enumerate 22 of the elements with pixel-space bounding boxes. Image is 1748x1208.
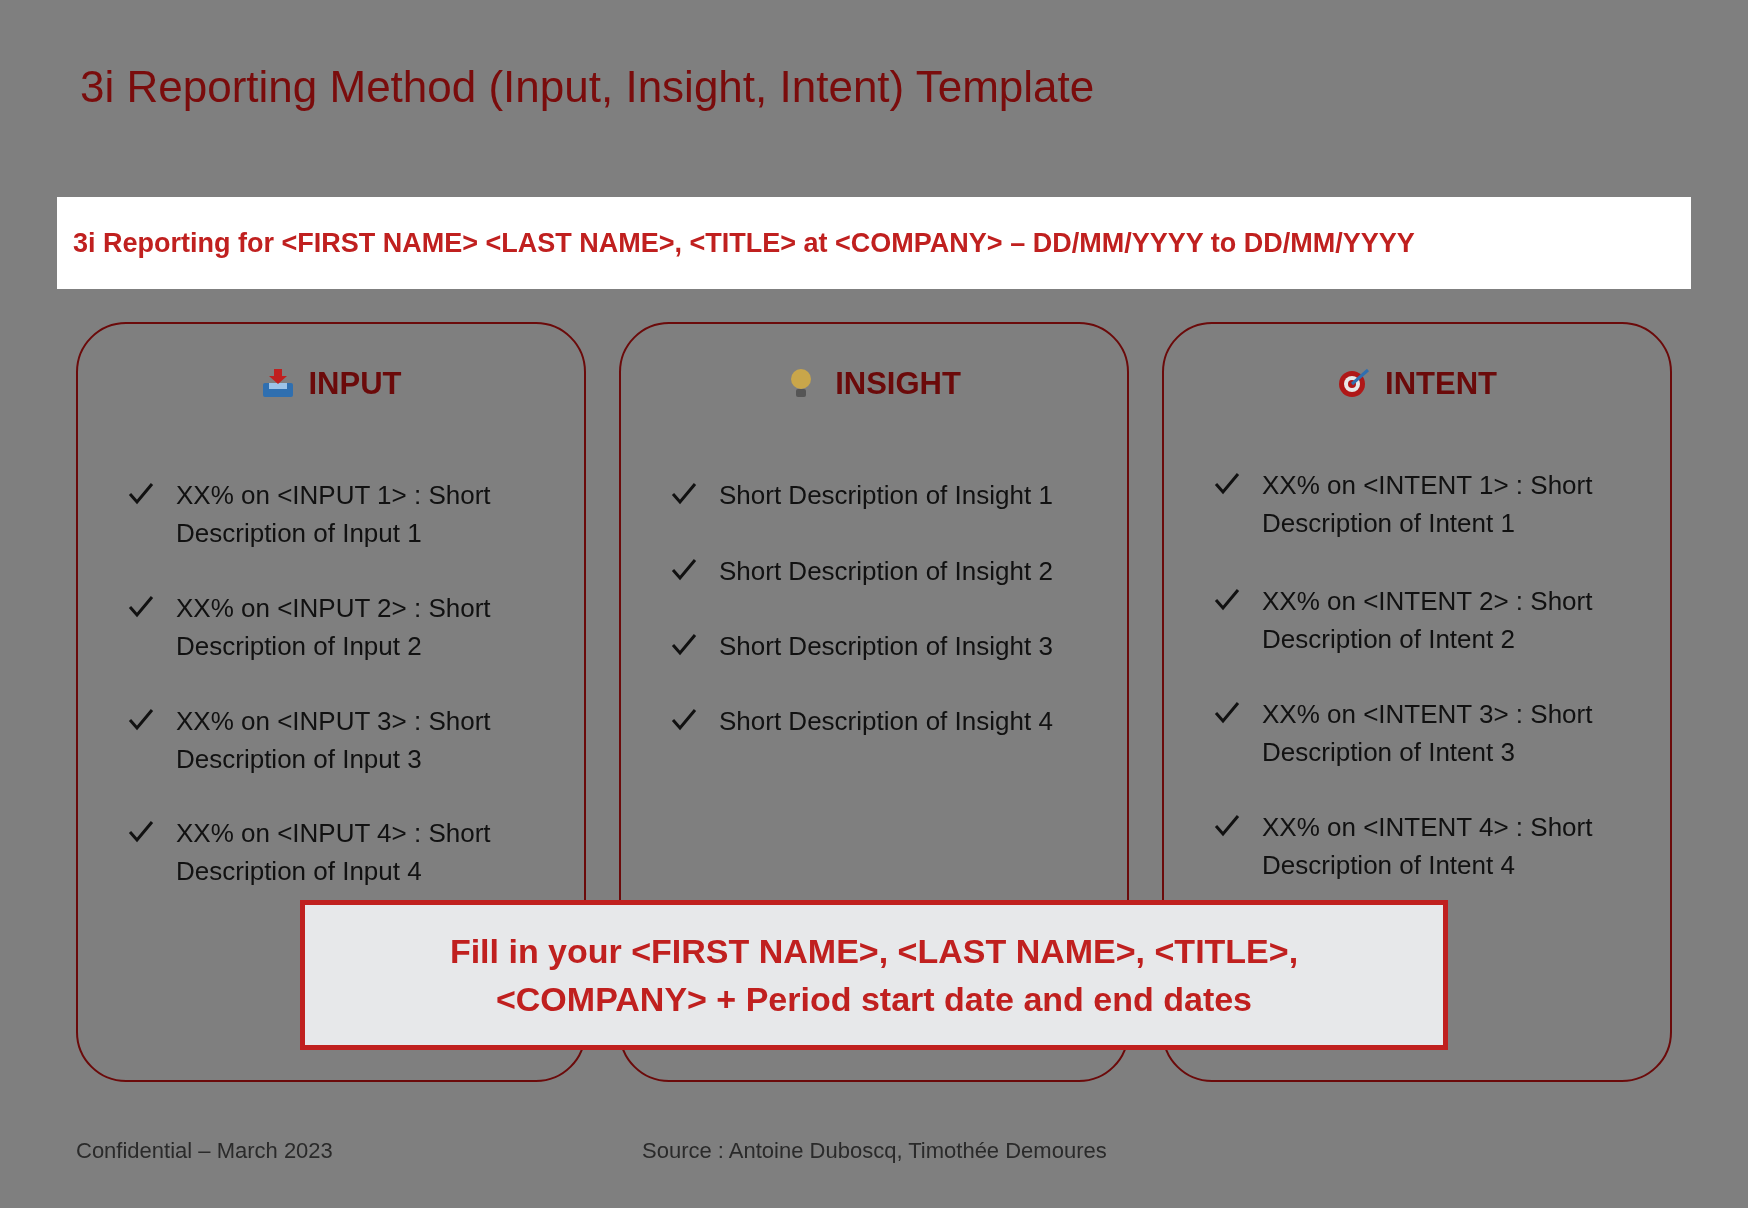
list-item-text: Short Description of Insight 4 <box>719 705 1053 738</box>
list-item-text: Short Description of Insight 3 <box>719 630 1053 663</box>
list-item-text: Short Description of Insight 2 <box>719 555 1053 588</box>
list-item-text: XX% on <INPUT 2> : Short Description of Input 2 <box>176 592 492 663</box>
column-heading: INSIGHT <box>835 366 961 402</box>
list-item-text: XX% on <INTENT 4> : Short Description of Intent 4 <box>1262 811 1594 882</box>
list-item-text: XX% on <INTENT 2> : Short Description of Intent 2 <box>1262 585 1594 656</box>
list-item-text: XX% on <INPUT 1> : Short Description of Input 1 <box>176 479 492 550</box>
column-heading: INPUT <box>308 366 402 402</box>
list-item-text: XX% on <INPUT 4> : Short Description of Input 4 <box>176 817 492 888</box>
callout-box <box>300 900 1448 1050</box>
list-item-text: XX% on <INTENT 1> : Short Description of Intent 1 <box>1262 469 1594 540</box>
list-item-text: Short Description of Insight 1 <box>719 479 1053 512</box>
header-banner <box>57 197 1691 289</box>
list-item-text: XX% on <INPUT 3> : Short Description of Input 3 <box>176 705 492 776</box>
banner-heading: 3i Reporting for <FIRST NAME> <LAST NAME>, <TITLE> at <COMPANY> – DD/MM/YYYY to DD/MM/YYYY <box>73 227 1415 259</box>
slide-title: 3i Reporting Method (Input, Insight, Intent) Template <box>80 62 1095 112</box>
footer-note: Confidential – March 2023 <box>76 1138 333 1164</box>
column-heading: INTENT <box>1385 366 1497 402</box>
instruction-text: Fill in your <FIRST NAME>, <LAST NAME>, <TITLE>, <COMPANY> + Period start date and end dates <box>448 931 1300 1020</box>
source-note: Source : Antoine Duboscq, Timothée Demoures <box>642 1138 1107 1164</box>
list-item-text: XX% on <INTENT 3> : Short Description of Intent 3 <box>1262 698 1594 769</box>
